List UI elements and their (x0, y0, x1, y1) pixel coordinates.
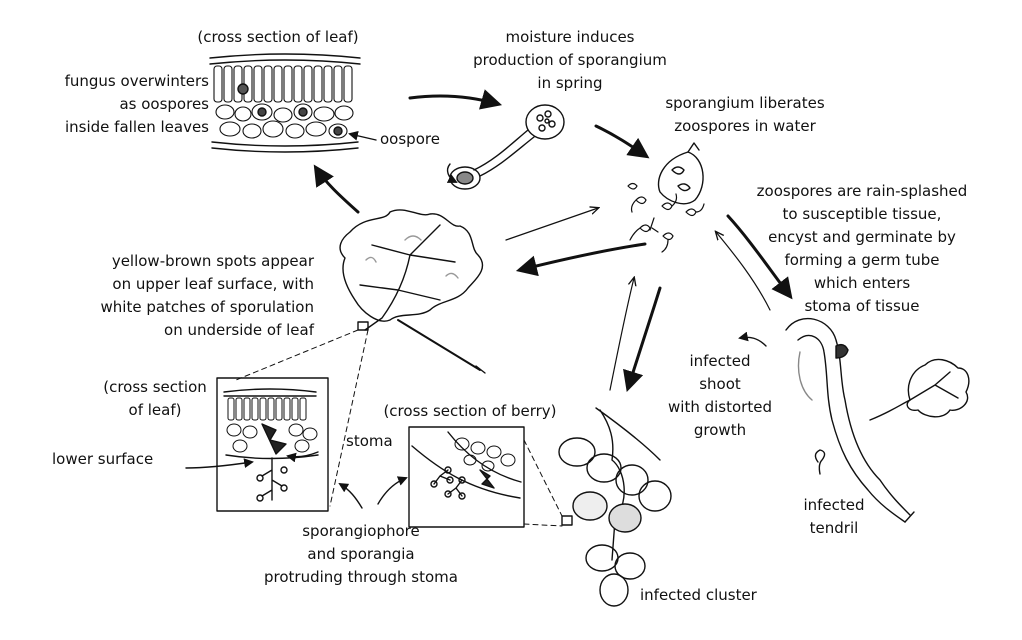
infected-leaf-illustration (339, 209, 486, 374)
leaf-cross-section-sporulation-illustration (216, 377, 329, 512)
sporangium-liberates-label: sporangium liberates zoospores in water (665, 94, 825, 135)
infected-tendril-label: infected tendril (803, 496, 865, 537)
berry-section-label: (cross section of berry) (383, 402, 557, 420)
oospore-label: oospore (380, 130, 440, 148)
sporangiophore-label: sporangiophore and sporangia protruding … (264, 522, 458, 586)
overwinter-label: fungus overwinters as oospores inside fa… (64, 72, 209, 136)
zoospores-illustration (627, 182, 705, 253)
infected-cluster-label: infected cluster (640, 586, 757, 604)
stoma-label: stoma (346, 432, 393, 450)
berry-cross-section-illustration (408, 426, 525, 528)
infected-grape-cluster-illustration (558, 407, 672, 607)
lower-surface-label: lower surface (52, 450, 154, 468)
sporangium-illustration (657, 142, 704, 205)
outline-arrows (505, 208, 771, 391)
zoospores-splash-label: zoospores are rain-splashed to susceptib… (756, 182, 968, 315)
leaf-section-title: (cross section of leaf) (197, 28, 359, 46)
moisture-label: moisture induces production of sporangiu… (473, 28, 667, 92)
leaf-cross-section-oospores-illustration (209, 53, 361, 153)
infected-shoot-illustration (785, 317, 970, 523)
yellow-spots-label: yellow-brown spots appear on upper leaf … (100, 252, 315, 339)
leaf-section2-label: (cross section of leaf) (103, 378, 207, 419)
infected-shoot-label: infected shoot with distorted growth (668, 352, 772, 439)
cycle-arrows (313, 89, 793, 393)
germinating-oospore-illustration (449, 104, 565, 190)
dashed-leader-lines (235, 329, 563, 527)
label-pointers (185, 130, 767, 509)
